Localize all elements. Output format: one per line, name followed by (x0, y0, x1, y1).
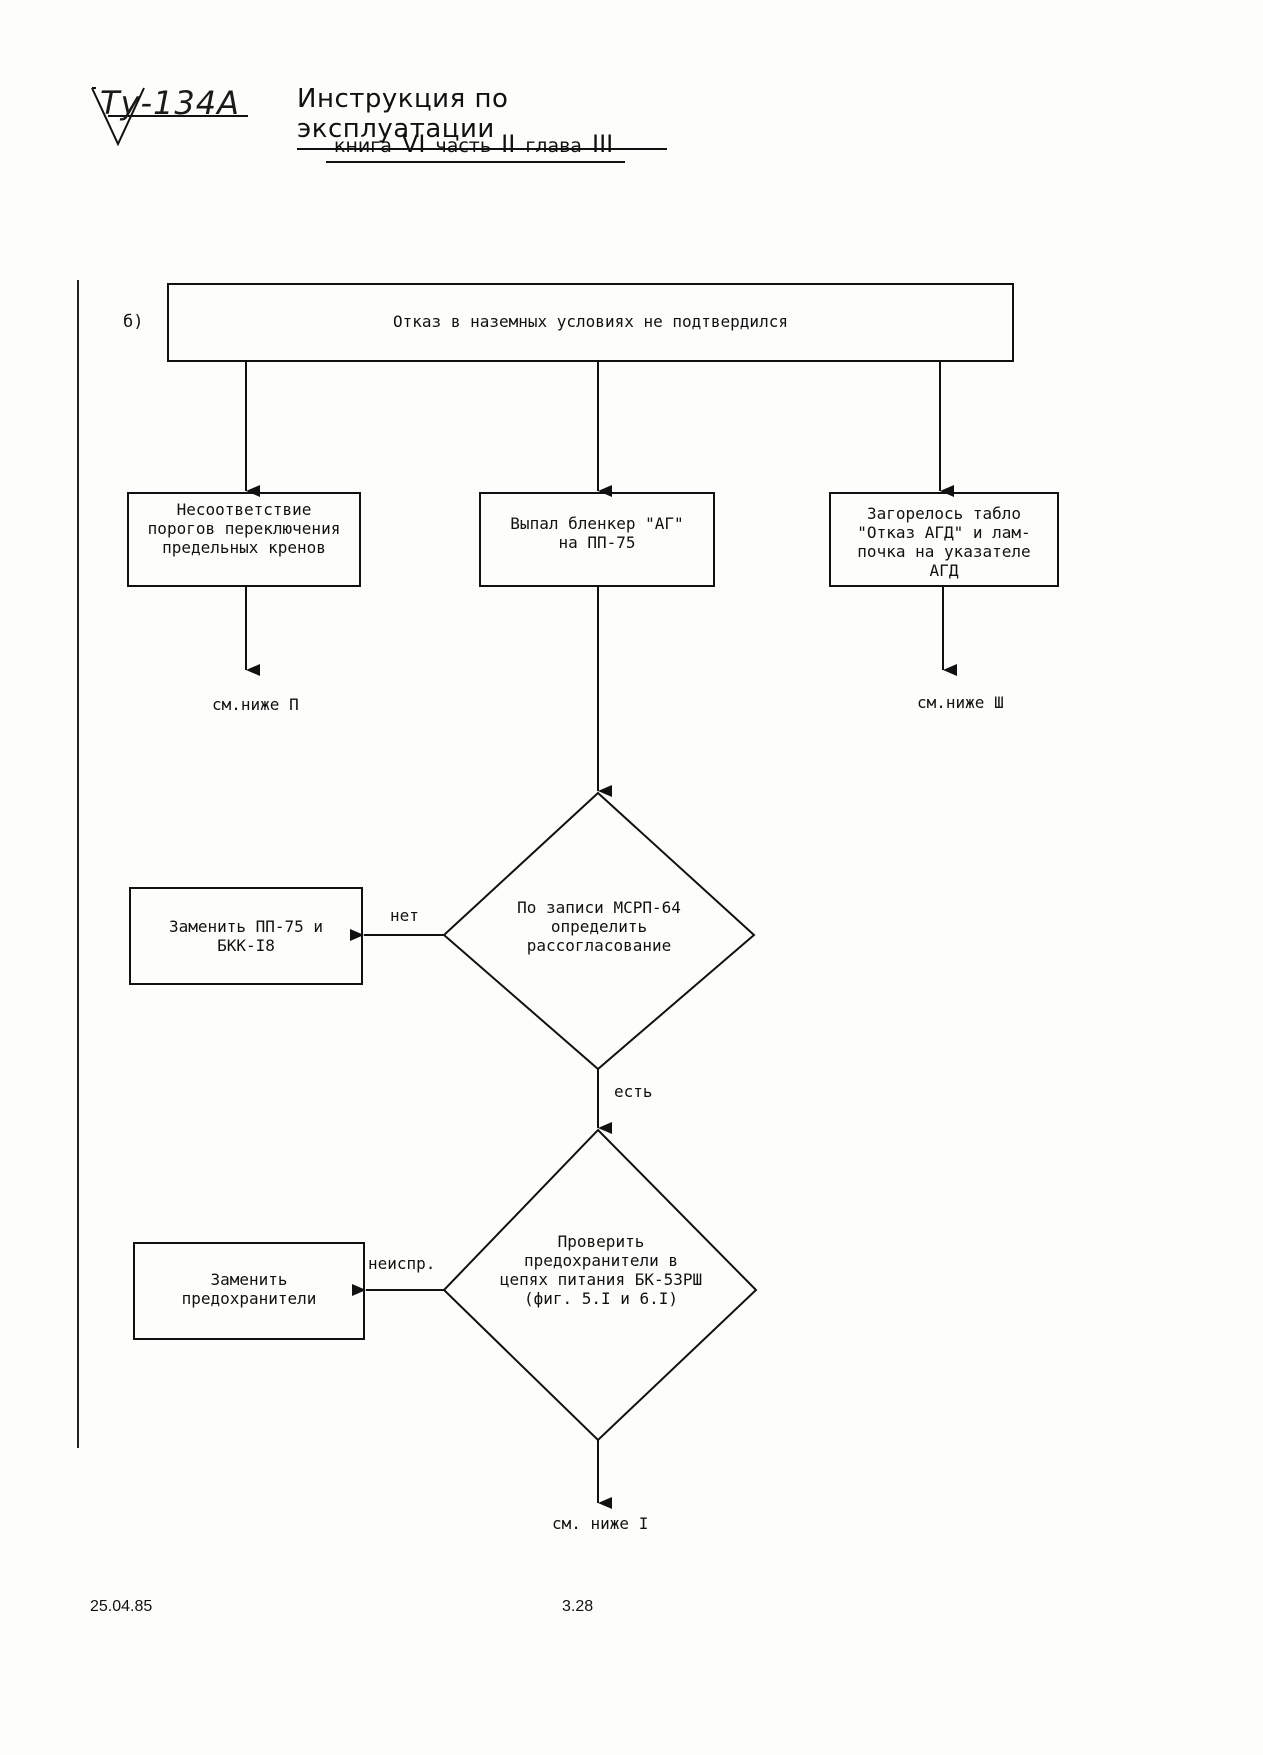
replace2-box-text: Заменить предохранители (181, 1270, 317, 1308)
book-word: книга (334, 135, 392, 157)
logo-text: Ту-134А (100, 84, 240, 122)
replace1-box (129, 887, 363, 985)
left-box-text: Несоответствие порогов переключения пред… (147, 500, 341, 557)
footer-page-number: 3.28 (562, 1598, 594, 1615)
footer-date: 25.04.85 (90, 1598, 153, 1615)
section-label: б) (123, 312, 144, 332)
right-box-text: Загорелось табло "Отказ АГД" и лам- почк… (857, 504, 1031, 580)
left-reference: см.ниже П (212, 695, 299, 714)
document-title: Инструкция по эксплуатации (297, 84, 667, 150)
right-reference: см.ниже Ш (917, 693, 1004, 712)
center-box-text: Выпал бленкер "АГ" на ПП-75 (510, 514, 684, 552)
decision1-no-label: нет (390, 906, 419, 925)
decision1-yes-label: есть (614, 1082, 653, 1101)
left-box (127, 492, 361, 587)
replace1-box-text: Заменить ПП-75 и БКК-I8 (168, 917, 324, 955)
replace2-box (133, 1242, 365, 1340)
margin-change-bar (77, 280, 79, 1448)
bottom-reference: см. ниже I (552, 1514, 649, 1533)
part-word: часть (435, 135, 492, 157)
decision2-fault-label: неиспр. (368, 1254, 436, 1273)
document-subtitle: книга VI часть II глава III (326, 130, 626, 163)
decision1-text: По записи МСРП-64 определить рассогласов… (517, 898, 681, 955)
top-box-text: Отказ в наземных условиях не подтвердилс… (393, 312, 788, 331)
chapter-number: III (591, 130, 614, 158)
decision2-text: Проверить предохранители в цепях питания… (499, 1232, 703, 1308)
top-box (167, 283, 1014, 362)
chapter-word: глава (525, 135, 582, 157)
book-number: VI (401, 130, 426, 158)
part-number: II (501, 130, 516, 158)
aircraft-logo-icon (91, 87, 248, 147)
